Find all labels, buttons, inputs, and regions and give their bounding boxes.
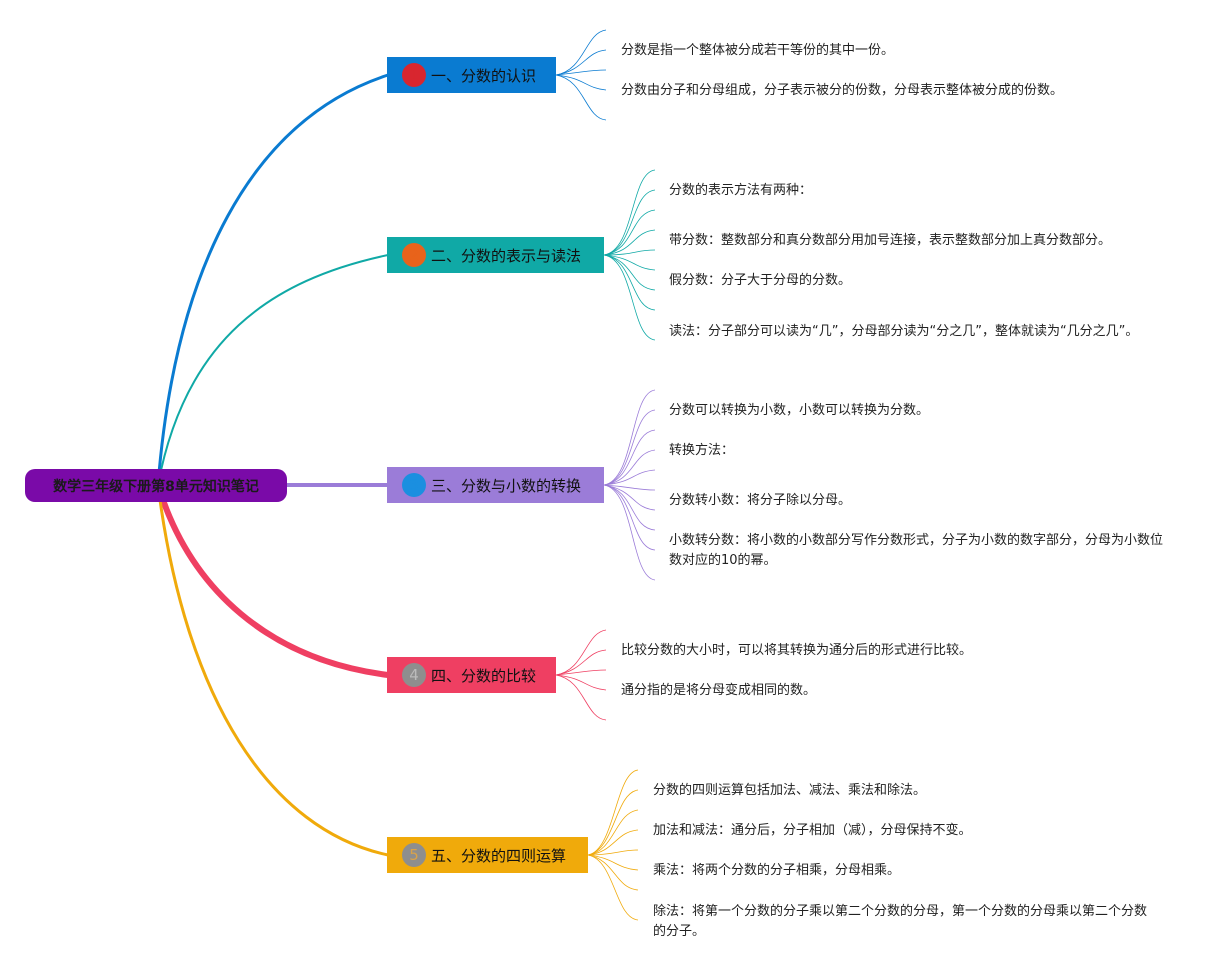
fan-branch-5 [587, 769, 639, 921]
leaf-5-3: 乘法：将两个分数的分子相乘，分母相乘。 [653, 863, 901, 878]
leaf-2-3: 假分数：分子大于分母的分数。 [669, 273, 852, 288]
branch-node-2[interactable]: 2 二、分数的表示与读法 [387, 237, 604, 273]
leaf-3-2: 转换方法： [669, 443, 735, 458]
branch-node-3[interactable]: 3 三、分数与小数的转换 [387, 467, 604, 503]
branch-label-3: 三、分数与小数的转换 [431, 476, 582, 495]
link-root-branch-5 [156, 484, 389, 857]
branch-label-2: 二、分数的表示与读法 [431, 246, 582, 265]
branch-label-4: 四、分数的比较 [431, 666, 537, 685]
leaf-2-4: 读法：分子部分可以读为“几”，分母部分读为“分之几”，整体就读为“几分之几”。 [669, 324, 1139, 339]
branch-label-1: 一、分数的认识 [431, 66, 537, 85]
number-badge-1: 1 [402, 63, 426, 87]
branch-node-5[interactable]: 5 五、分数的四则运算 [387, 837, 588, 873]
leaf-3-3: 分数转小数：将分子除以分母。 [669, 493, 852, 508]
link-root-branch-4 [155, 484, 389, 678]
leaf-3-1: 分数可以转换为小数，小数可以转换为分数。 [669, 403, 930, 418]
leaf-2-2: 带分数：整数部分和真分数部分用加号连接，表示整数部分加上真分数部分。 [669, 233, 1112, 248]
leaf-4-1: 比较分数的大小时，可以将其转换为通分后的形式进行比较。 [621, 643, 973, 658]
fan-branch-3 [603, 389, 656, 581]
leaf-1-1: 分数是指一个整体被分成若干等份的其中一份。 [621, 43, 895, 58]
leaf-1-2: 分数由分子和分母组成，分子表示被分的份数，分母表示整体被分成的份数。 [621, 83, 1064, 98]
number-badge-2: 2 [402, 243, 426, 267]
root-title: 数学三年级下册第8单元知识笔记 [53, 478, 259, 495]
leaf-2-1: 分数的表示方法有两种： [669, 183, 813, 198]
root-node[interactable]: 数学三年级下册第8单元知识笔记 [25, 469, 287, 502]
leaf-5-4: 除法：将第一个分数的分子乘以第二个分数的分母，第一个分数的分母乘以第二个分数的分… [653, 904, 1148, 939]
link-root-branch-1 [156, 73, 389, 486]
leaf-4-2: 通分指的是将分母变成相同的数。 [621, 683, 817, 698]
leaf-5-1: 分数的四则运算包括加法、减法、乘法和除法。 [653, 783, 927, 798]
fan-branch-1 [555, 29, 607, 121]
branch-node-4[interactable]: 4 四、分数的比较 [387, 657, 556, 693]
leaf-3-4: 小数转分数：将小数的小数部分写作分数形式，分子为小数的数字部分，分母为小数位数对… [669, 533, 1164, 568]
link-root-branch-2 [157, 254, 389, 486]
leaf-5-2: 加法和减法：通分后，分子相加（减），分母保持不变。 [653, 823, 972, 838]
fan-branch-4 [555, 629, 607, 721]
fan-branch-2 [603, 169, 656, 341]
branch-label-5: 五、分数的四则运算 [431, 846, 567, 865]
number-badge-5: 5 [402, 843, 426, 867]
number-badge-4: 4 [402, 663, 426, 687]
branch-node-1[interactable]: 1 一、分数的认识 [387, 57, 556, 93]
number-badge-3: 3 [402, 473, 426, 497]
